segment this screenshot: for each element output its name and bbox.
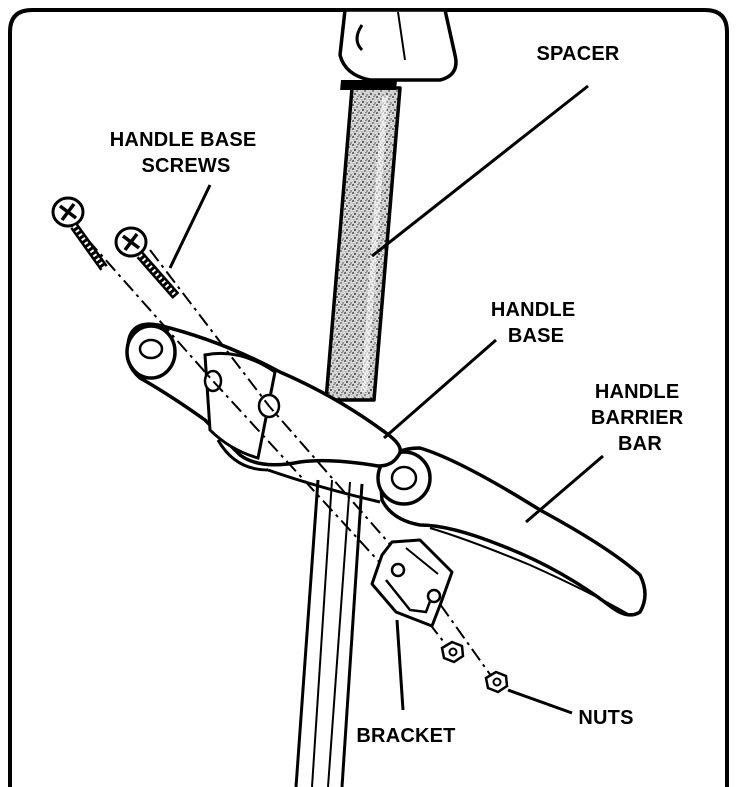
nut-upper: [440, 640, 465, 664]
leader-nuts: [507, 688, 573, 715]
handle-barrier-bar: [376, 446, 647, 617]
screw-left: [51, 196, 108, 271]
alignment-lines: [87, 239, 495, 681]
label-handle-barrier-bar: HANDLE BARRIER BAR: [591, 381, 689, 455]
handle-base: [125, 322, 402, 504]
leader-lines: [168, 84, 604, 715]
handle-top-grip: [338, 10, 458, 82]
nuts: [440, 640, 509, 694]
label-handle-base: HANDLE BASE: [491, 299, 581, 347]
leader-screws: [168, 184, 212, 269]
leader-bracket: [395, 619, 405, 711]
lower-pole: [294, 479, 364, 787]
bracket: [370, 538, 454, 628]
label-spacer: SPACER: [536, 43, 619, 65]
leader-barrier-bar: [525, 454, 604, 524]
label-nuts: NUTS: [578, 707, 633, 729]
screw-right: [114, 226, 180, 299]
label-bracket: BRACKET: [356, 725, 455, 747]
label-handle-base-screws: HANDLE BASE SCREWS: [110, 129, 262, 177]
nut-lower: [484, 670, 509, 694]
leader-spacer: [371, 84, 589, 258]
leader-handle-base: [383, 338, 497, 440]
spacer-tube: [324, 80, 402, 402]
handle-base-screws: [51, 196, 180, 299]
